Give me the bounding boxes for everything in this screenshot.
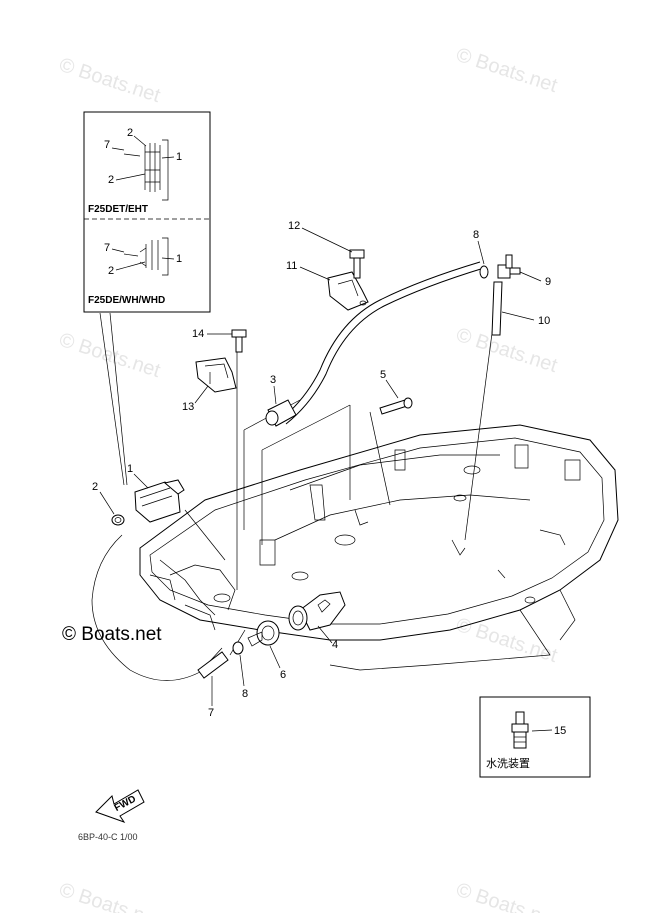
part-grommet-3	[265, 399, 297, 427]
leader-lines	[99, 294, 498, 656]
inset-caption: 水洗装置	[486, 757, 530, 770]
inset-callout-7: 7	[104, 139, 110, 151]
callout-12: 12	[288, 220, 300, 232]
callout-4: 4	[332, 639, 338, 651]
watermark: © Boats.net	[453, 44, 560, 97]
watermarks: © Boats.net © Boats.net © Boats.net © Bo…	[56, 44, 560, 913]
callout-13: 13	[182, 401, 194, 413]
part-screw	[379, 397, 413, 415]
copyright-notice: © Boats.net	[62, 624, 162, 645]
inset-callout-2-lower: 2	[108, 265, 114, 277]
inset-callout-15: 15	[554, 725, 566, 737]
inset-callout-2b: 2	[108, 174, 114, 186]
watermark: © Boats.net	[453, 879, 560, 913]
inset-variants: 7 2 1 2 F25DET/EHT 7 1 2 F25DE/WH/WHD	[83, 111, 211, 313]
part-fitting	[247, 620, 280, 647]
watermark: © Boats.net	[56, 329, 163, 382]
watermark: © Boats.net	[453, 324, 560, 377]
callout-8-upper: 8	[473, 229, 479, 241]
part-bolt-12	[349, 249, 365, 279]
callout-10: 10	[538, 315, 550, 327]
part-grommet-4	[288, 591, 346, 631]
hose-routing	[91, 261, 485, 681]
bottom-cowling	[139, 424, 619, 671]
part-bolt-14	[231, 329, 247, 353]
watermark: © Boats.net	[56, 54, 163, 107]
inset-flush-device: 15 水洗装置	[479, 696, 591, 778]
callout-8-lower: 8	[242, 688, 248, 700]
part-clip	[111, 514, 125, 526]
callout-3: 3	[270, 374, 276, 386]
part-hose	[197, 651, 229, 679]
callout-6: 6	[280, 669, 286, 681]
part-joint	[497, 254, 521, 279]
callout-7: 7	[208, 707, 214, 719]
part-bracket-13	[195, 357, 237, 393]
inset-title-upper: F25DET/EHT	[88, 204, 148, 215]
callout-1: 1	[127, 463, 133, 475]
part-clamp-lower	[232, 641, 244, 655]
callouts: 1 2 3 4 5 6 7 8 8 9 10 11 12 13 14	[92, 220, 551, 719]
callout-5: 5	[380, 369, 386, 381]
inset-callout-1: 1	[176, 151, 182, 163]
part-clamp-upper	[479, 265, 489, 279]
inset-callout-1-lower: 1	[176, 253, 182, 265]
inset-callout-2: 2	[127, 127, 133, 139]
inset-callout-7-lower: 7	[104, 242, 110, 254]
callout-11: 11	[286, 260, 297, 272]
callout-14: 14	[192, 328, 204, 340]
callout-9: 9	[545, 276, 551, 288]
watermark: © Boats.net	[56, 879, 163, 913]
fwd-arrow-icon: FWD	[95, 789, 145, 823]
callout-2: 2	[92, 481, 98, 493]
part-bracket	[327, 271, 369, 311]
part-pipe	[491, 281, 503, 336]
part-grommet	[134, 479, 185, 523]
diagram-code: 6BP-40-C 1/00	[78, 832, 138, 842]
watermark: © Boats.net	[453, 614, 560, 667]
inset-title-lower: F25DE/WH/WHD	[88, 295, 165, 306]
